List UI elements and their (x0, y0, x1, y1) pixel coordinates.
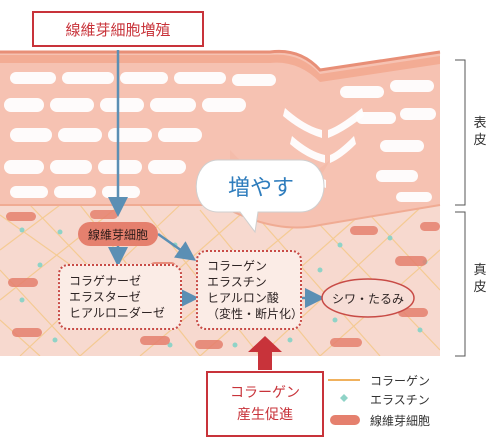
skin-surface (0, 49, 441, 72)
legend-fibroblast-symbol (330, 415, 360, 425)
wrinkle-sag-label: シワ・たるみ (331, 291, 404, 306)
enzymes-box: コラゲナーゼ エラスターゼ ヒアルロニダーゼ (58, 264, 182, 330)
fibroblast-pill: 線維芽細胞 (78, 222, 158, 246)
epidermis-label: 表 皮 (472, 115, 488, 149)
epidermis-bracket (455, 59, 466, 206)
enzyme-hyaluronidase: ヒアルロニダーゼ (69, 306, 165, 320)
epidermis-layer (0, 51, 440, 228)
dermis-bracket (455, 211, 466, 357)
wrinkle-ellipse (321, 278, 415, 318)
legend-elastin-label: エラスチン (370, 393, 430, 407)
dermis-char-2: 皮 (473, 280, 487, 295)
fibroblast-cells (6, 210, 440, 349)
legend-fibroblast-label: 線維芽細胞 (370, 414, 431, 428)
enzyme-collagenase: コラゲナーゼ (69, 274, 142, 288)
fibroblast-growth-label: 線維芽細胞増殖 (32, 11, 204, 47)
component-elastin: エラスチン (207, 275, 267, 289)
component-collagen: コラーゲン (207, 259, 268, 273)
component-denatured-note: （変性・断片化） (207, 307, 304, 321)
arrow-fibroblast-to-components (157, 232, 197, 261)
component-hyaluronic-acid: ヒアルロン酸 (207, 291, 279, 305)
legend-elastin-symbol (340, 394, 348, 402)
increase-bubble-text: 増やす (227, 176, 294, 201)
legend-collagen-label: コラーゲン (370, 374, 431, 388)
promote-arrow (248, 336, 282, 370)
promote-line-1: コラーゲン (230, 385, 300, 401)
collagen-production-box: コラーゲン 産生促進 (206, 371, 324, 437)
promote-line-2: 産生促進 (237, 407, 293, 423)
enzyme-elastase: エラスターゼ (69, 290, 141, 304)
increase-speech-bubble (195, 159, 325, 234)
dermis-char-1: 真 (473, 263, 487, 278)
stratum-corneum (0, 54, 440, 82)
components-box: コラーゲン エラスチン ヒアルロン酸 （変性・断片化） (196, 250, 304, 330)
epidermis-char-2: 皮 (473, 133, 487, 148)
epidermis-char-1: 表 (473, 116, 487, 131)
dermis-label: 真 皮 (472, 262, 488, 296)
